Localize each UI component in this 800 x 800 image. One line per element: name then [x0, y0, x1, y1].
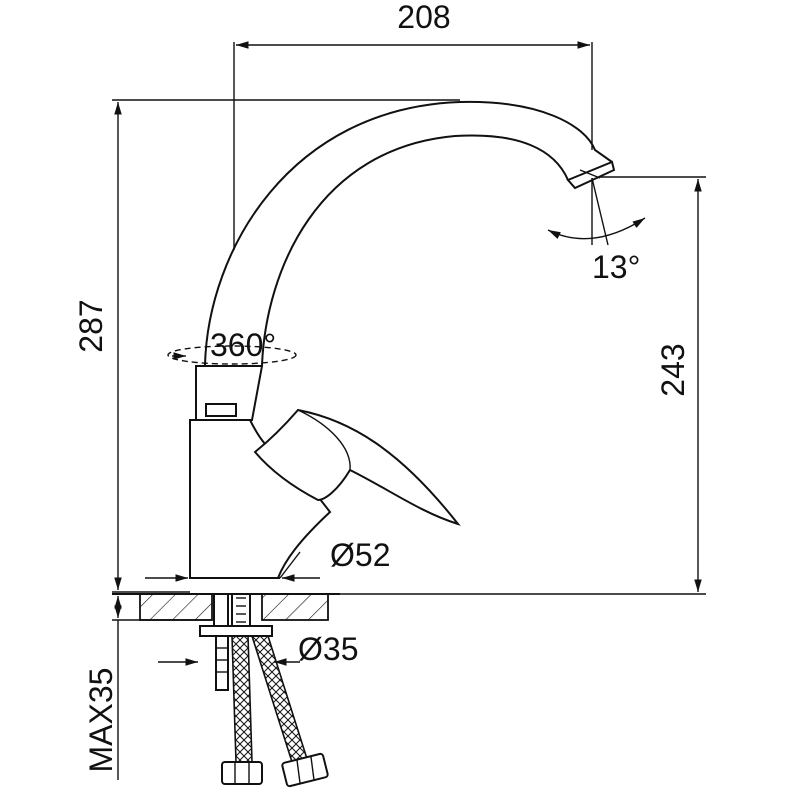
spout-height-label: 243	[655, 343, 691, 396]
dimension-spout-height: 243	[340, 176, 706, 595]
braided-hoses	[221, 635, 329, 788]
shank-diameter-label: Ø35	[298, 631, 358, 667]
countertop-section	[112, 593, 340, 621]
spout	[204, 100, 616, 366]
dimension-max-thickness: MAX35	[83, 596, 122, 780]
rotation-label: 360°	[210, 327, 276, 363]
spout-angle-indicator: 13°	[547, 177, 646, 285]
spout-angle-label: 13°	[592, 249, 640, 285]
dimension-reach: 208	[233, 0, 593, 250]
reach-label: 208	[397, 0, 450, 35]
rotation-indicator: 360°	[167, 327, 297, 365]
dimension-total-height: 287	[73, 99, 460, 593]
lever-handle	[253, 408, 461, 526]
dimension-base-diameter: Ø52	[145, 537, 390, 582]
max-thickness-label: MAX35	[83, 668, 119, 773]
dimension-shank-diameter: Ø35	[158, 631, 358, 667]
faucet-body	[189, 419, 332, 579]
base-diameter-label: Ø52	[330, 537, 390, 573]
total-height-label: 287	[73, 299, 109, 352]
swivel-collar	[195, 365, 264, 421]
